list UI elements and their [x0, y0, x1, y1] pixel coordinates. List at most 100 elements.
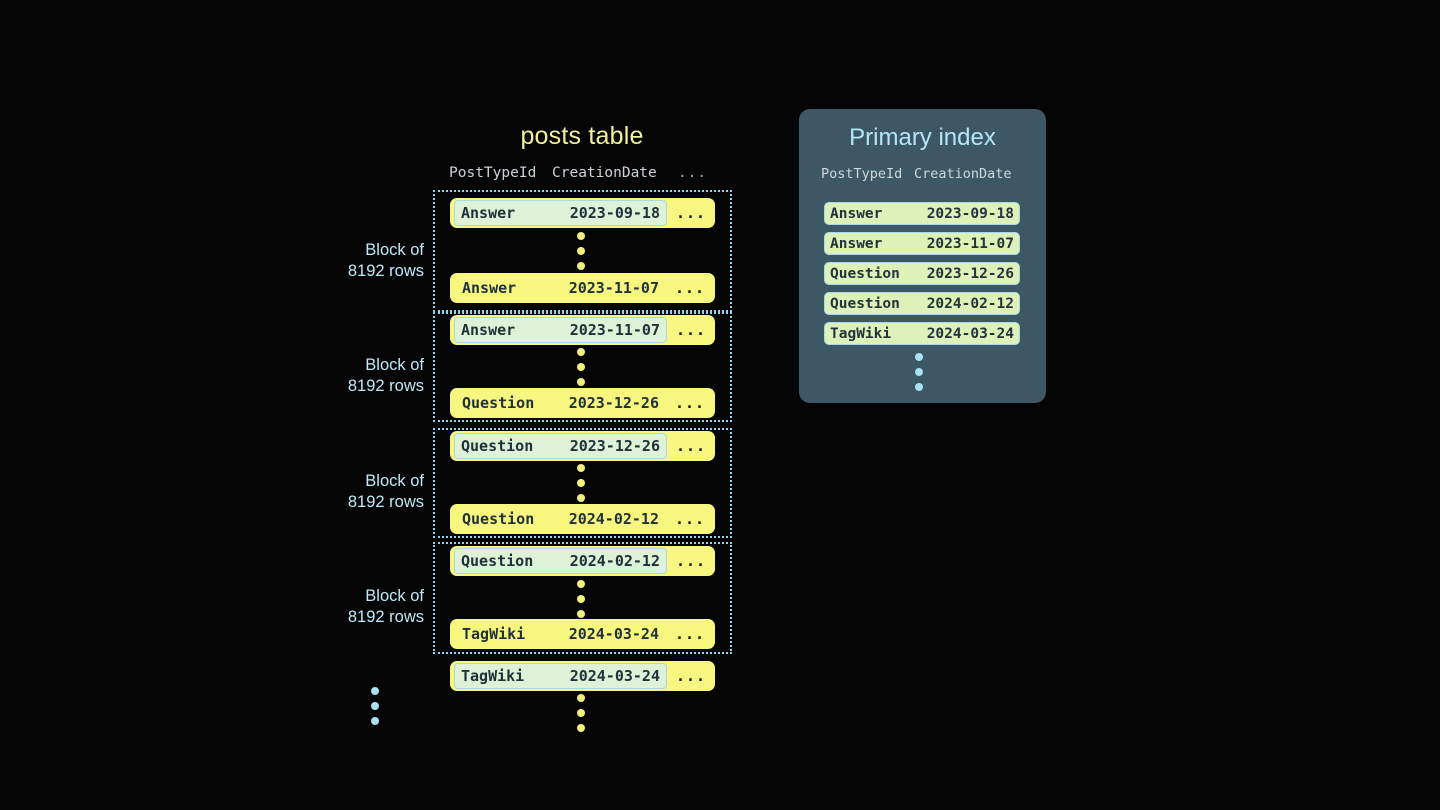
index-cell-creationdate: 2023-09-18 [926, 205, 1014, 222]
block-label-4-line1: Block of [365, 587, 424, 605]
cell-creationdate: 2024-03-24 [569, 667, 660, 685]
cell-ellipsis: ... [675, 321, 707, 339]
cell-creationdate: 2023-11-07 [569, 321, 660, 339]
posts-table-title: posts table [520, 122, 644, 150]
block-label-3-line1: Block of [365, 472, 424, 490]
row-ellipsis-vertical [577, 580, 585, 618]
index-cell-creationdate: 2023-11-07 [926, 235, 1014, 252]
cell-posttypeid: Question [462, 394, 535, 412]
table-row[interactable]: Question 2023-12-26 ... [450, 431, 715, 461]
blocks-ellipsis-vertical [371, 687, 379, 725]
ellipsis-dot [577, 694, 585, 702]
row-content: Question 2023-12-26 [454, 390, 665, 416]
ellipsis-dot [371, 717, 379, 725]
block-label-4-line2: 8192 rows [347, 608, 424, 626]
block-label-1-line1: Block of [365, 241, 424, 259]
cell-ellipsis: ... [674, 625, 706, 643]
table-row-overflow[interactable]: TagWiki 2024-03-24 ... [450, 661, 715, 691]
ellipsis-dot [577, 479, 585, 487]
row-highlight-box: Question 2023-12-26 [454, 433, 667, 459]
ellipsis-dot [915, 368, 923, 376]
table-row[interactable]: Question 2024-02-12 ... [450, 546, 715, 576]
row-content: TagWiki 2024-03-24 [454, 621, 665, 647]
cell-creationdate: 2024-02-12 [569, 552, 660, 570]
index-cell-posttypeid: Answer [830, 205, 883, 222]
row-ellipsis-vertical [577, 464, 585, 502]
ellipsis-dot [577, 724, 585, 732]
ellipsis-dot [577, 494, 585, 502]
ellipsis-dot [577, 348, 585, 356]
ellipsis-dot [577, 580, 585, 588]
cell-ellipsis: ... [674, 394, 706, 412]
column-header-posttypeid: PostTypeId [449, 165, 537, 181]
cell-ellipsis: ... [675, 667, 707, 685]
table-row[interactable]: Answer 2023-11-07 ... [450, 273, 715, 303]
block-label-1-line2: 8192 rows [347, 262, 424, 280]
cell-ellipsis: ... [674, 279, 706, 297]
cell-posttypeid: Question [461, 437, 534, 455]
cell-posttypeid: Question [462, 510, 535, 528]
table-row[interactable]: Answer 2023-11-07 ... [450, 315, 715, 345]
table-block-3 [433, 428, 732, 538]
column-header-ellipsis: ... [677, 165, 708, 181]
cell-creationdate: 2024-03-24 [568, 625, 659, 643]
row-highlight-box: Answer 2023-11-07 [454, 317, 667, 343]
row-highlight-box: Question 2024-02-12 [454, 548, 667, 574]
table-row[interactable]: Question 2023-12-26 ... [450, 388, 715, 418]
cell-posttypeid: Answer [461, 204, 516, 222]
ellipsis-dot [577, 232, 585, 240]
ellipsis-dot [371, 687, 379, 695]
cell-creationdate: 2023-12-26 [568, 394, 659, 412]
ellipsis-dot [577, 262, 585, 270]
table-ellipsis-vertical [577, 694, 585, 732]
ellipsis-dot [577, 610, 585, 618]
cell-ellipsis: ... [674, 510, 706, 528]
block-label-2-line1: Block of [365, 356, 424, 374]
cell-ellipsis: ... [675, 204, 707, 222]
table-row[interactable]: Answer 2023-09-18 ... [450, 198, 715, 228]
block-label-3-line2: 8192 rows [347, 493, 424, 511]
cell-ellipsis: ... [675, 437, 707, 455]
row-highlight-box: Answer 2023-09-18 [454, 200, 667, 226]
ellipsis-dot [371, 702, 379, 710]
primary-index-title: Primary index [849, 124, 996, 151]
ellipsis-dot [577, 247, 585, 255]
table-block-4 [433, 542, 732, 654]
primary-index-column-headers: PostTypeId CreationDate [821, 166, 1026, 182]
table-row[interactable]: TagWiki 2024-03-24 ... [450, 619, 715, 649]
row-ellipsis-vertical [577, 348, 585, 386]
row-highlight-box: TagWiki 2024-03-24 [454, 663, 667, 689]
index-cell-creationdate: 2024-03-24 [926, 325, 1014, 342]
index-cell-posttypeid: Question [830, 265, 900, 282]
index-row[interactable]: Answer 2023-11-07 [824, 232, 1020, 255]
cell-creationdate: 2023-11-07 [568, 279, 659, 297]
table-row[interactable]: Question 2024-02-12 ... [450, 504, 715, 534]
row-ellipsis-vertical [577, 232, 585, 270]
cell-creationdate: 2023-09-18 [569, 204, 660, 222]
index-cell-posttypeid: TagWiki [830, 325, 892, 342]
index-row[interactable]: Answer 2023-09-18 [824, 202, 1020, 225]
cell-posttypeid: Answer [461, 321, 516, 339]
cell-creationdate: 2024-02-12 [568, 510, 659, 528]
block-label-2-line2: 8192 rows [347, 377, 424, 395]
block-label-2: Block of 8192 rows [274, 355, 424, 397]
ellipsis-dot [577, 709, 585, 717]
ellipsis-dot [577, 378, 585, 386]
table-block-1 [433, 190, 732, 312]
index-row[interactable]: TagWiki 2024-03-24 [824, 322, 1020, 345]
block-label-1: Block of 8192 rows [274, 240, 424, 282]
cell-creationdate: 2023-12-26 [569, 437, 660, 455]
index-cell-posttypeid: Answer [830, 235, 883, 252]
index-row[interactable]: Question 2023-12-26 [824, 262, 1020, 285]
index-row[interactable]: Question 2024-02-12 [824, 292, 1020, 315]
table-block-2 [433, 312, 732, 422]
row-content: Answer 2023-11-07 [454, 275, 665, 301]
index-cell-creationdate: 2024-02-12 [926, 295, 1014, 312]
index-column-header-posttypeid: PostTypeId [821, 166, 903, 182]
column-header-creationdate: CreationDate [552, 165, 657, 181]
cell-posttypeid: Answer [462, 279, 517, 297]
index-ellipsis-vertical [915, 353, 923, 391]
ellipsis-dot [915, 353, 923, 361]
block-label-3: Block of 8192 rows [274, 471, 424, 513]
